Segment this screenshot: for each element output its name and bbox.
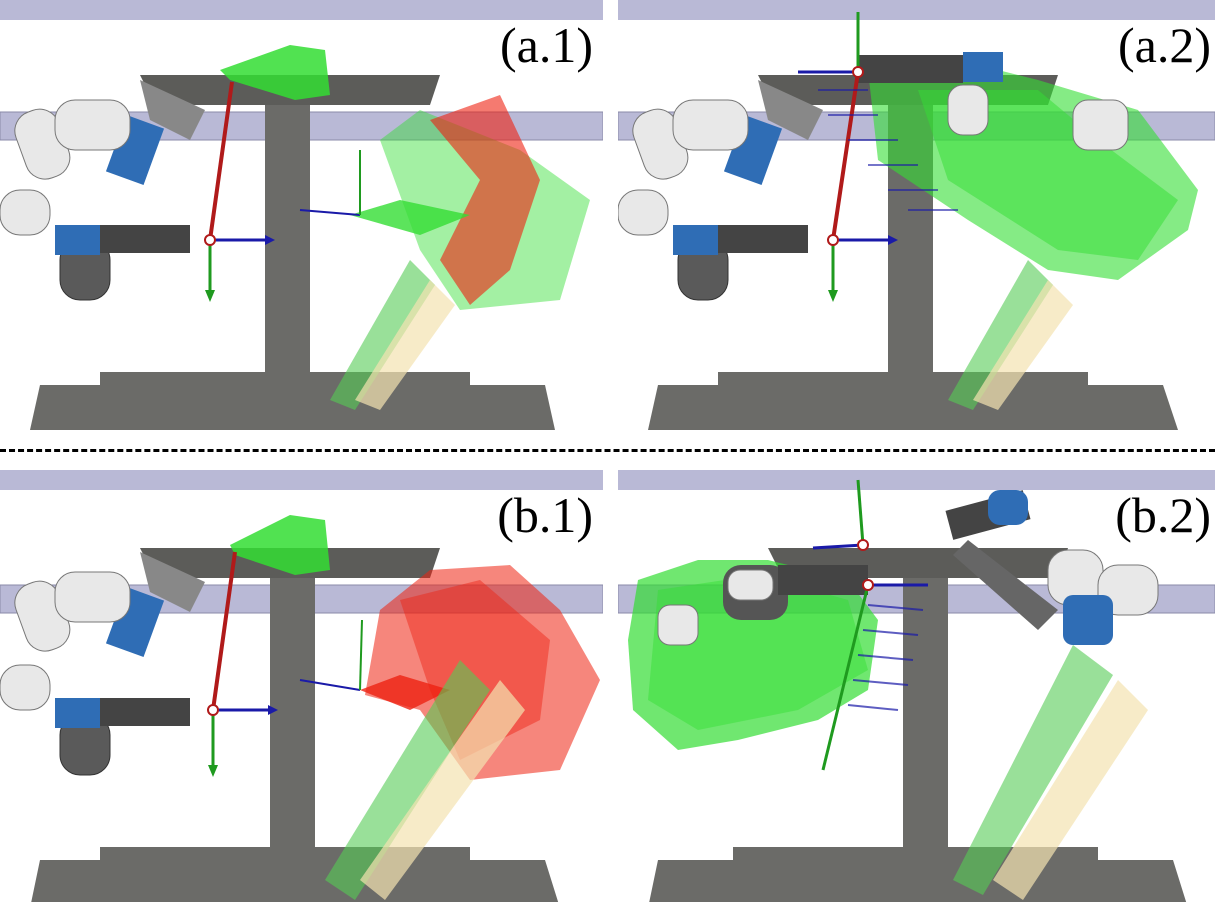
panel-label: (a.2): [1118, 17, 1211, 73]
scene-b2: [618, 470, 1215, 902]
robot-arm: [0, 552, 205, 776]
board-cream: [973, 280, 1073, 410]
gripper-pose-set: [220, 45, 590, 310]
board-green: [325, 660, 490, 900]
panel-b1: (b.1): [0, 470, 603, 902]
panel-a2: (a.2): [618, 0, 1215, 432]
top-rail: [0, 470, 603, 490]
panel-b2: (b.2): [618, 470, 1215, 902]
frame-axes: [204, 81, 361, 302]
board-cream: [355, 280, 455, 410]
board-green: [953, 645, 1113, 895]
panel-a1: (a.1): [0, 0, 603, 432]
base: [648, 385, 1178, 430]
gripper-pose-set: [628, 560, 878, 750]
top-rail: [0, 0, 603, 20]
scene-b1: [0, 470, 603, 902]
top-rail: [618, 0, 1215, 20]
board-cream: [993, 680, 1148, 900]
base-step: [718, 372, 1088, 385]
board-green: [330, 260, 435, 410]
table-stem: [903, 578, 948, 848]
frame-axes: [798, 12, 958, 302]
robot-arm: [945, 490, 1159, 645]
top-rail: [618, 470, 1215, 490]
frame-axes: [812, 479, 928, 771]
robot-arm: [0, 80, 205, 301]
scene-a2: [618, 0, 1215, 430]
section-divider: [0, 449, 1215, 452]
base: [30, 385, 555, 430]
gripper-pose-set: [858, 52, 1198, 280]
frame-axes: [207, 551, 363, 777]
board-cream: [360, 680, 525, 900]
scene-a1: [0, 0, 603, 430]
base: [649, 860, 1187, 902]
robot-arm: [618, 80, 823, 301]
base: [31, 860, 559, 902]
panel-label: (b.1): [497, 487, 593, 543]
table-stem: [270, 578, 315, 848]
board-green: [948, 260, 1053, 410]
base-step: [100, 372, 470, 385]
panel-label: (a.1): [500, 17, 593, 73]
panel-label: (b.2): [1115, 487, 1211, 543]
